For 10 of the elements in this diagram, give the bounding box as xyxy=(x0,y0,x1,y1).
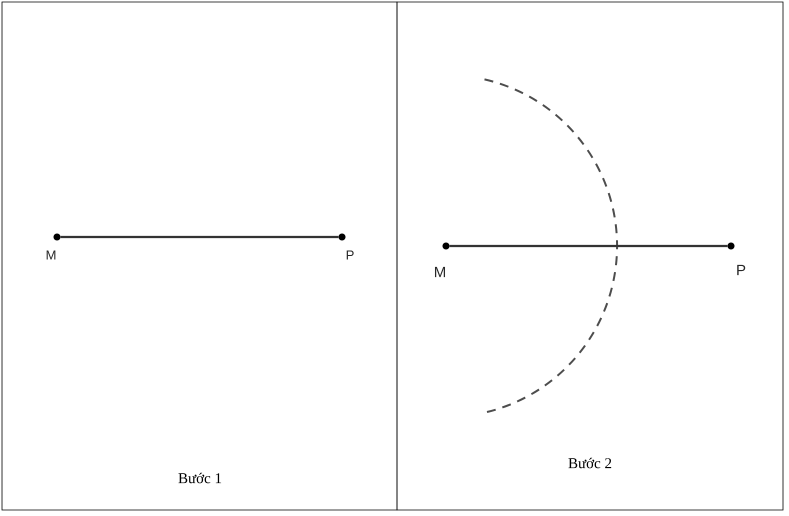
node-label: M xyxy=(434,266,446,278)
line-segment xyxy=(450,244,728,248)
node-label: P xyxy=(737,264,746,276)
point: M xyxy=(46,233,60,260)
node-label: P xyxy=(346,250,354,260)
line-segment xyxy=(60,236,338,238)
node-label: M xyxy=(46,250,56,260)
point: P xyxy=(728,242,746,276)
point: P xyxy=(338,233,354,260)
point: M xyxy=(434,242,450,278)
